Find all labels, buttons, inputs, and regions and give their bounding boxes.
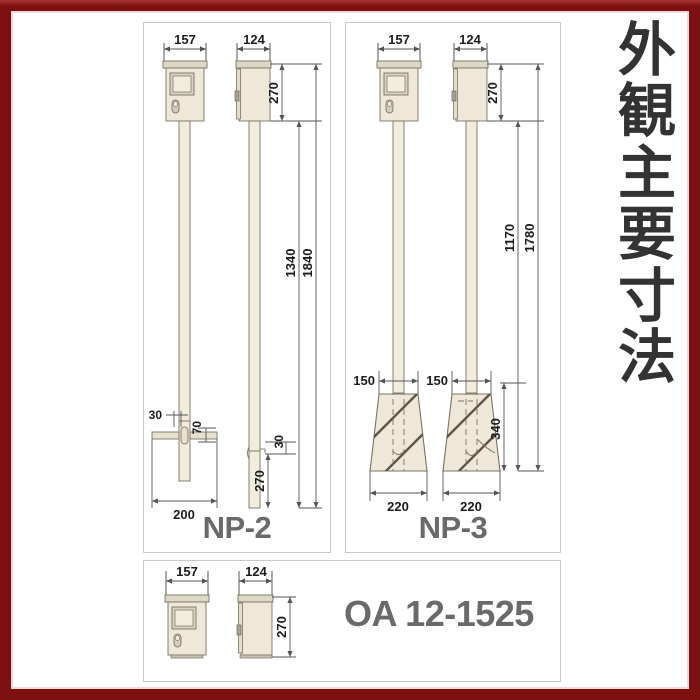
np2-pole-height-total-dim: 1840 xyxy=(300,249,315,278)
panel-np2: 157 xyxy=(143,22,331,553)
title-char-6: 法 xyxy=(617,323,676,392)
np2-base-thickness-dim: 70 xyxy=(190,421,204,435)
np2-base-width-dim: 200 xyxy=(173,507,195,522)
np3-front-footing xyxy=(369,393,428,472)
np2-side-width-dim: 124 xyxy=(243,32,265,47)
np2-front-width-dim: 157 xyxy=(174,32,196,47)
panel-np3-label: NP-3 xyxy=(418,510,488,545)
oa-side-cabinet xyxy=(236,594,274,659)
np3-footing-base-side-dim: 220 xyxy=(460,499,482,514)
np3-front-cabinet xyxy=(376,60,422,122)
np2-base-offset-dim: 30 xyxy=(149,408,163,422)
np3-cabinet-height-dim: 270 xyxy=(485,82,500,104)
np3-side-width-dim: 124 xyxy=(459,32,481,47)
panel-oa-label: OA 12-1525 xyxy=(344,593,534,634)
np3-footing-top-side-dim: 150 xyxy=(426,373,448,388)
title-char-4: 要 xyxy=(617,200,676,269)
panel-oa: 157 124 xyxy=(143,560,561,682)
vertical-title: 外 観 主 要 寸 法 xyxy=(608,16,686,392)
np3-pole-height-total-dim: 1780 xyxy=(522,224,537,253)
np3-front-width-dim: 157 xyxy=(388,32,410,47)
np2-pole-height-1-dim: 1340 xyxy=(283,249,298,278)
title-char-3: 主 xyxy=(617,138,676,207)
oa-front-width-dim: 157 xyxy=(176,564,198,579)
panel-np3: 157 150 xyxy=(345,22,561,553)
np3-side-pole xyxy=(465,120,478,394)
np2-front-baseplate xyxy=(151,420,218,482)
np3-pole-height-1-dim: 1170 xyxy=(502,224,517,252)
np3-drawing: 157 150 xyxy=(353,32,544,514)
title-char-5: 寸 xyxy=(617,261,676,330)
page-frame-gloss xyxy=(0,0,700,6)
np2-side-bottom-dim: 270 xyxy=(252,470,267,492)
np2-side-pole xyxy=(248,120,261,452)
oa-cabinet-height-dim: 270 xyxy=(274,616,289,638)
np3-footing-height-dim: 340 xyxy=(488,418,503,440)
np2-side-step-dim: 30 xyxy=(272,435,286,449)
title-char-1: 外 xyxy=(617,16,676,84)
np3-footing-base-front-dim: 220 xyxy=(387,499,409,514)
oa-drawing: 157 124 xyxy=(164,564,296,659)
np3-side-cabinet xyxy=(451,60,489,122)
np2-front-pole xyxy=(178,120,191,422)
np3-footing-top-front-dim: 150 xyxy=(353,373,375,388)
oa-side-width-dim: 124 xyxy=(245,564,267,579)
oa-front-cabinet xyxy=(164,594,210,659)
np2-drawing: 157 xyxy=(149,32,322,522)
title-char-2: 観 xyxy=(617,77,676,146)
np2-front-cabinet xyxy=(162,60,208,122)
np2-cabinet-height-dim: 270 xyxy=(266,82,281,104)
np2-side-cabinet xyxy=(234,60,272,122)
panel-np2-label: NP-2 xyxy=(202,510,272,545)
np3-front-pole xyxy=(392,120,405,394)
